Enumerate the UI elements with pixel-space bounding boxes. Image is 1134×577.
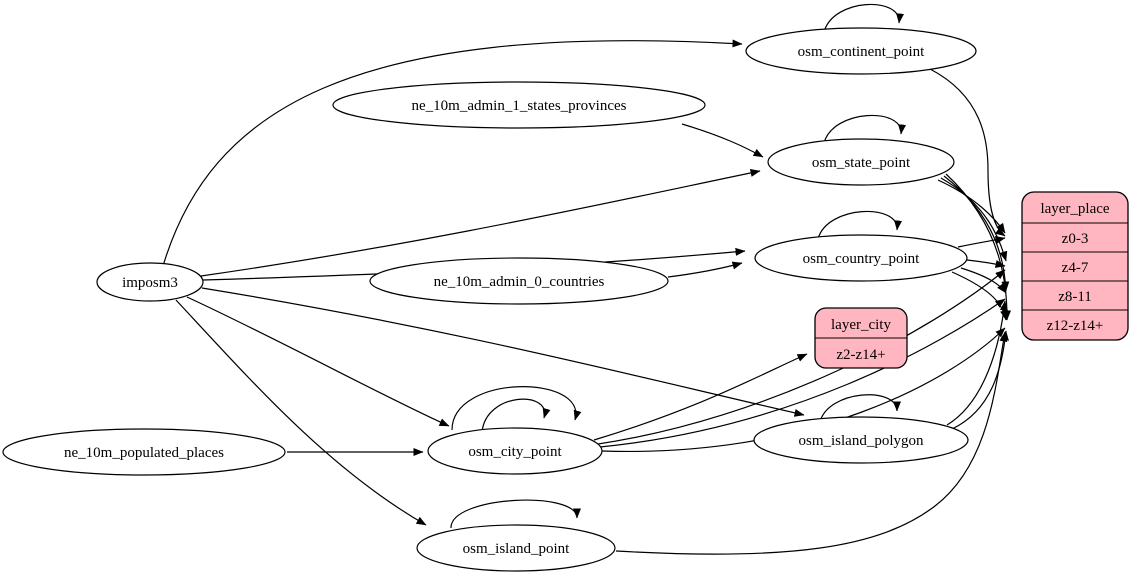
osm-city-ellipse <box>427 427 603 475</box>
edge-group <box>162 3 1011 555</box>
edge-continent-z0-3 <box>929 68 1006 237</box>
edge-imposm3-islandpolygon <box>201 287 805 417</box>
ne-countries-ellipse <box>369 257 669 305</box>
selfloop-city-outer <box>451 386 582 431</box>
osm-state-label: osm_state_point <box>812 155 911 171</box>
edge-imposm3-islandpoint <box>175 299 427 526</box>
osm-island-point-label: osm_island_point <box>463 541 571 557</box>
edge-imposm3-continent <box>162 39 743 267</box>
ne-states-ellipse <box>332 81 706 129</box>
edge-country-z4-7 <box>966 259 1006 268</box>
node-ne-10m-admin-1-states-provinces: ne_10m_admin_1_states_provinces <box>332 81 706 129</box>
edge-state-z0-3 <box>937 179 1006 234</box>
edge-necountries-country <box>667 261 743 278</box>
layer-place-row-z8-11: z8-11 <box>1058 289 1092 305</box>
ne-populated-label: ne_10m_populated_places <box>64 445 224 461</box>
osm-island-point-ellipse <box>416 524 616 572</box>
osm-city-label: osm_city_point <box>468 444 562 460</box>
layer-place-title: layer_place <box>1040 201 1109 217</box>
layer-city-title: layer_city <box>831 317 891 333</box>
node-osm-city-point: osm_city_point <box>427 427 603 475</box>
ne-countries-label: ne_10m_admin_0_countries <box>434 274 605 290</box>
imposm3-ellipse <box>96 262 204 302</box>
osm-island-polygon-label: osm_island_polygon <box>798 433 924 449</box>
edge-state-z8-11 <box>943 175 1010 292</box>
imposm3-label: imposm3 <box>122 275 178 291</box>
node-osm-island-point: osm_island_point <box>416 524 616 572</box>
selfloop-islandpoint <box>450 499 581 529</box>
layer-city-row-z2-z14: z2-z14+ <box>836 347 885 363</box>
layer-place-row-z4-7: z4-7 <box>1062 260 1089 276</box>
osm-continent-label: osm_continent_point <box>798 44 925 60</box>
ne-populated-ellipse <box>2 428 286 476</box>
layer-place-row-z0-3: z0-3 <box>1062 231 1089 247</box>
node-ne-10m-populated-places: ne_10m_populated_places <box>2 428 286 476</box>
edge-islandpoint-z12-z14 <box>615 331 1008 555</box>
layer-place-row-z12-z14: z12-z14+ <box>1047 318 1104 334</box>
edge-imposm3-city <box>186 296 450 427</box>
edge-city-z4-7 <box>597 269 1006 445</box>
selfloop-country <box>817 210 903 240</box>
layer-place-box <box>1021 191 1129 341</box>
edge-islandpolygon-z8-11 <box>946 300 1008 426</box>
selfloop-state <box>823 114 907 144</box>
osm-state-ellipse <box>767 138 955 186</box>
record-layer-city: layer_city z2-z14+ <box>814 307 908 369</box>
osm-country-ellipse <box>754 234 968 282</box>
selfloop-continent <box>823 3 905 33</box>
edge-city-z8-11 <box>599 298 1006 448</box>
ne-states-label: ne_10m_admin_1_states_provinces <box>412 98 627 114</box>
osm-island-polygon-ellipse <box>753 416 969 464</box>
node-ne-10m-admin-0-countries: ne_10m_admin_0_countries <box>369 257 669 305</box>
node-osm-country-point: osm_country_point <box>754 234 968 282</box>
edge-imposm3-state <box>200 169 761 277</box>
selfloop-city-inner <box>481 398 551 433</box>
osm-continent-ellipse <box>745 27 977 75</box>
edge-nestates-state <box>681 123 764 158</box>
edge-city-z12-z14 <box>601 327 1006 453</box>
selfloop-islandpolygon <box>819 394 901 423</box>
edge-city-layercity <box>593 353 808 441</box>
edge-islandpolygon-z12-z14 <box>951 330 1009 430</box>
node-osm-continent-point: osm_continent_point <box>745 27 977 75</box>
edge-country-z0-3 <box>957 236 1006 248</box>
node-osm-state-point: osm_state_point <box>767 138 955 186</box>
edge-state-z4-7 <box>940 177 1008 262</box>
osm-country-label: osm_country_point <box>803 251 920 267</box>
record-layer-place: layer_place z0-3 z4-7 z8-11 z12-z14+ <box>1021 191 1129 341</box>
node-osm-island-polygon: osm_island_polygon <box>753 416 969 464</box>
node-imposm3: imposm3 <box>96 262 204 302</box>
edge-country-z12-z14 <box>951 271 1008 321</box>
